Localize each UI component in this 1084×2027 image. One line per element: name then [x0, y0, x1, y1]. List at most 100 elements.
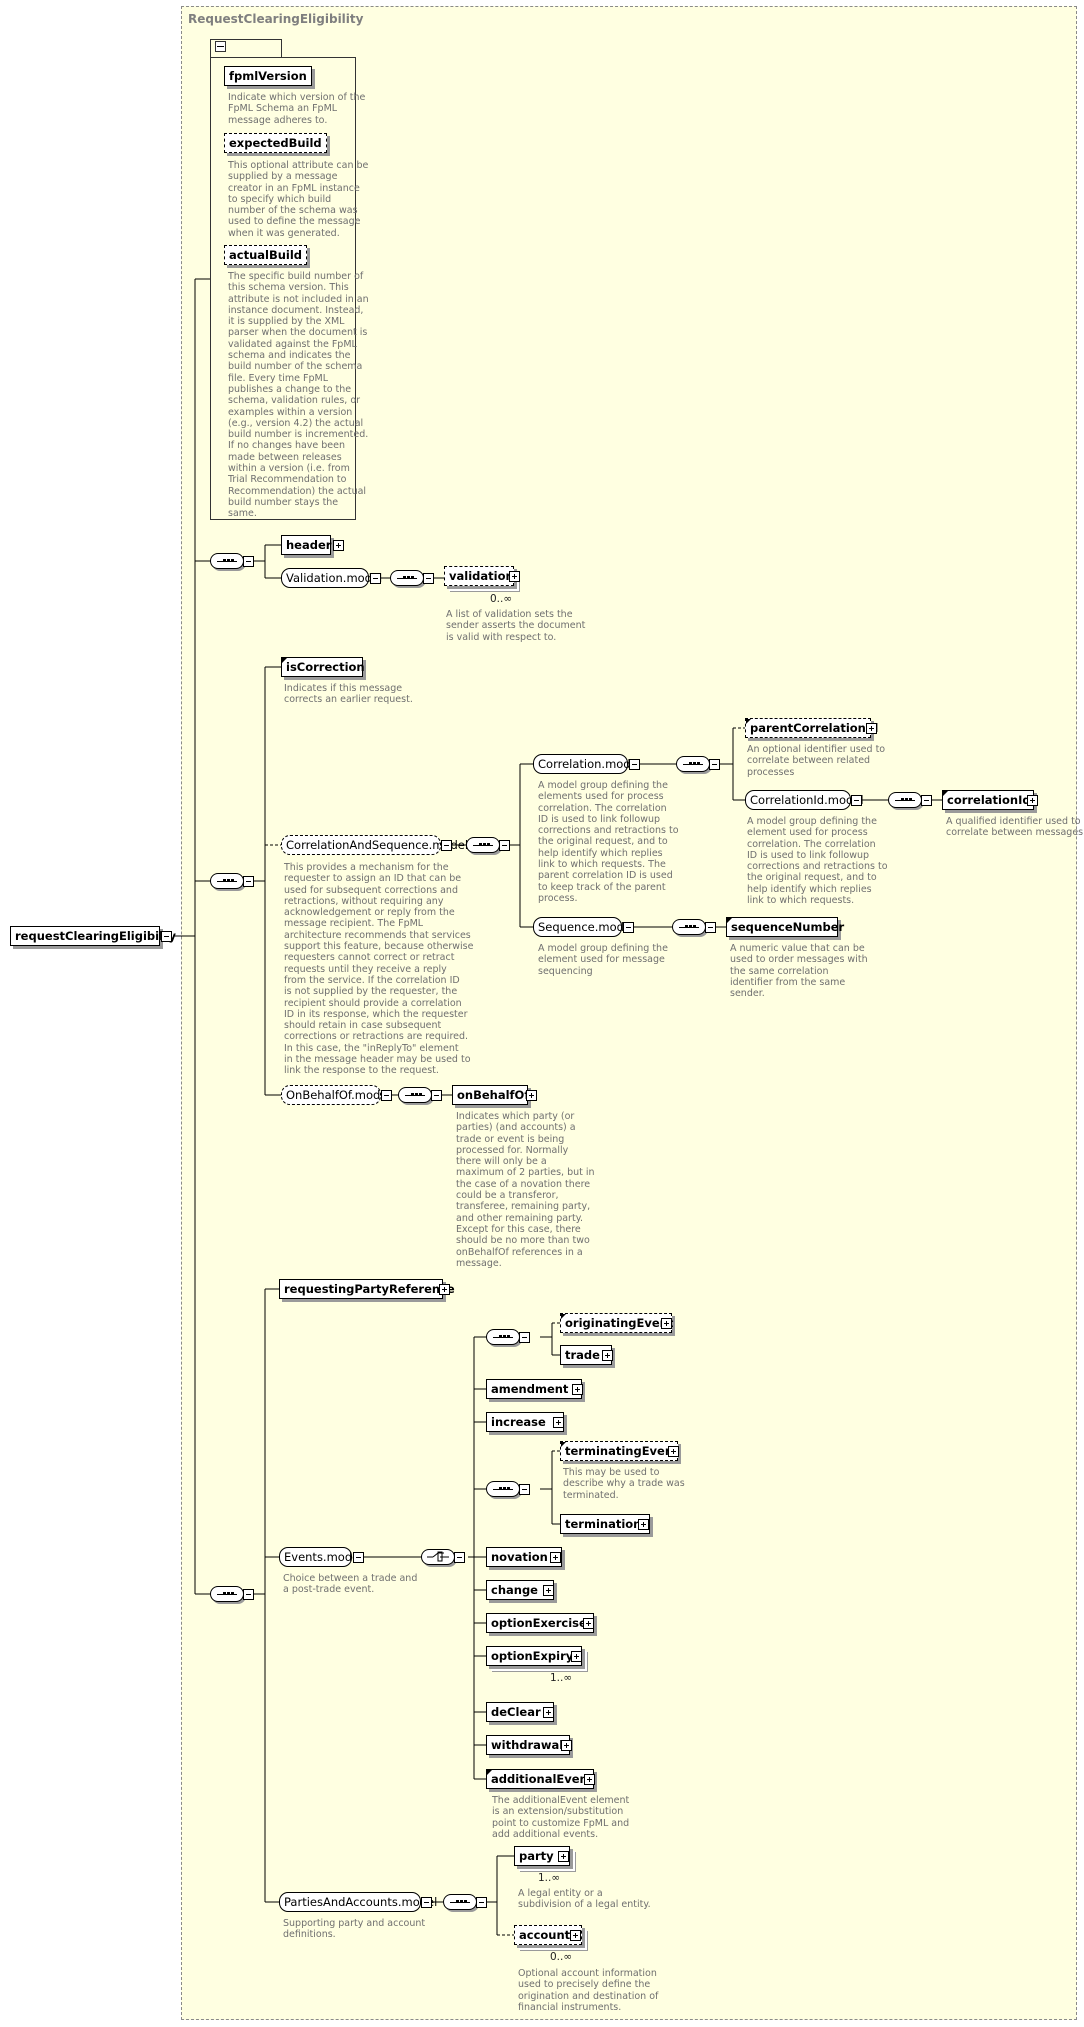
correlation-model-group[interactable]: Correlation.model	[533, 754, 641, 774]
expand-icon[interactable]	[543, 1585, 554, 1596]
expand-icon[interactable]	[571, 1651, 582, 1662]
collapse-icon[interactable]	[441, 840, 452, 851]
collapse-icon[interactable]	[243, 1589, 254, 1600]
correlation-id-model-group[interactable]: CorrelationId.model	[745, 790, 864, 810]
complex-type-title: RequestClearingEligibility	[188, 12, 364, 26]
choice-compositor-icon	[421, 1549, 455, 1565]
account-element[interactable]: account	[514, 1925, 582, 1945]
expand-icon[interactable]	[439, 1284, 450, 1295]
collapse-icon[interactable]	[705, 922, 716, 933]
expand-icon[interactable]	[638, 1519, 649, 1530]
collapse-icon[interactable]	[476, 1897, 487, 1908]
collapse-icon[interactable]	[431, 1090, 442, 1101]
on-behalf-of-desc: Indicates which party (or parties) (and …	[456, 1111, 595, 1269]
on-behalf-of-model-group[interactable]: OnBehalfOf.model	[281, 1085, 391, 1105]
account-desc: Optional account information used to pre…	[518, 1968, 659, 2013]
withdrawal-element[interactable]: withdrawal	[486, 1735, 570, 1755]
expand-icon[interactable]	[572, 1384, 583, 1395]
expand-icon[interactable]	[668, 1446, 679, 1457]
collapse-icon[interactable]	[423, 573, 434, 584]
originating-event-element[interactable]: originatingEvent	[560, 1313, 673, 1333]
trade-element[interactable]: trade	[560, 1345, 612, 1365]
simple-type-marker	[727, 918, 732, 923]
sequence-compositor-icon	[676, 756, 710, 772]
correlation-id-element[interactable]: correlationId	[942, 790, 1034, 810]
increase-element[interactable]: increase	[486, 1412, 564, 1432]
sequence-model-group[interactable]: Sequence.model	[533, 917, 634, 937]
collapse-icon[interactable]	[519, 1484, 530, 1495]
attribute-actual-build[interactable]: actualBuild	[224, 245, 308, 265]
simple-type-marker	[943, 791, 948, 796]
collapse-icon[interactable]	[215, 41, 226, 52]
novation-element[interactable]: novation	[486, 1547, 562, 1567]
attribute-fpml-version-desc: Indicate which version of the FpML Schem…	[228, 92, 366, 126]
termination-element[interactable]: termination	[560, 1514, 650, 1534]
collapse-icon[interactable]	[519, 1332, 530, 1343]
expand-icon[interactable]	[509, 571, 520, 582]
collapse-icon[interactable]	[623, 922, 634, 933]
expand-icon[interactable]	[526, 1090, 537, 1101]
amendment-element[interactable]: amendment	[486, 1379, 582, 1399]
expand-icon[interactable]	[866, 723, 877, 734]
additional-event-element[interactable]: additionalEvent	[486, 1769, 594, 1789]
collapse-icon[interactable]	[499, 840, 510, 851]
sequence-compositor-icon	[398, 1087, 432, 1103]
simple-type-marker	[282, 658, 287, 663]
expand-icon[interactable]	[333, 540, 344, 551]
sequence-number-element[interactable]: sequenceNumber	[726, 917, 844, 937]
collapse-icon[interactable]	[421, 1897, 432, 1908]
collapse-icon[interactable]	[243, 876, 254, 887]
collapse-icon[interactable]	[161, 931, 172, 942]
root-element[interactable]: requestClearingEligibilty	[10, 926, 176, 946]
correlation-and-sequence-model-group[interactable]: CorrelationAndSequence.model	[281, 835, 468, 855]
on-behalf-of-element[interactable]: onBehalfOf	[452, 1085, 529, 1105]
option-exercise-element[interactable]: optionExercise	[486, 1613, 594, 1633]
expand-icon[interactable]	[661, 1318, 672, 1329]
expand-icon[interactable]	[550, 1552, 561, 1563]
terminating-event-element[interactable]: terminatingEvent	[560, 1441, 679, 1461]
expand-icon[interactable]	[558, 1851, 569, 1862]
requesting-party-reference-element[interactable]: requestingPartyReference	[279, 1279, 455, 1299]
change-element[interactable]: change	[486, 1580, 554, 1600]
attribute-expected-build[interactable]: expectedBuild	[224, 133, 327, 153]
collapse-icon[interactable]	[243, 556, 254, 567]
sequence-compositor-icon	[486, 1329, 520, 1345]
validation-desc: A list of validation sets the sender ass…	[446, 609, 586, 643]
expand-icon[interactable]	[553, 1417, 564, 1428]
correlation-and-sequence-desc: This provides a mechanism for the reques…	[284, 862, 474, 1077]
sequence-compositor-icon	[486, 1481, 520, 1497]
collapse-icon[interactable]	[629, 759, 640, 770]
option-expiry-element[interactable]: optionExpiry	[486, 1646, 582, 1666]
events-model-group[interactable]: Events.model	[279, 1547, 362, 1567]
sequence-compositor-icon	[390, 570, 424, 586]
attributes-tab[interactable]: attributes	[210, 39, 282, 70]
attribute-fpml-version[interactable]: fpmlVersion	[224, 66, 312, 86]
party-element[interactable]: party	[514, 1846, 570, 1866]
expand-icon[interactable]	[1027, 795, 1038, 806]
validation-element[interactable]: validation	[444, 566, 514, 586]
parties-and-accounts-model-group[interactable]: PartiesAndAccounts.model	[279, 1892, 437, 1912]
expand-icon[interactable]	[584, 1774, 595, 1785]
parent-correlation-id-element[interactable]: parentCorrelationId	[745, 718, 878, 738]
collapse-icon[interactable]	[454, 1552, 465, 1563]
collapse-icon[interactable]	[851, 795, 862, 806]
sequence-compositor-icon	[210, 873, 244, 889]
header-element[interactable]: header	[281, 535, 331, 555]
expand-icon[interactable]	[570, 1930, 581, 1941]
collapse-icon[interactable]	[381, 1090, 392, 1101]
collapse-icon[interactable]	[370, 573, 381, 584]
sequence-compositor-icon	[672, 919, 706, 935]
expand-icon[interactable]	[543, 1707, 554, 1718]
collapse-icon[interactable]	[353, 1552, 364, 1563]
expand-icon[interactable]	[583, 1618, 594, 1629]
collapse-icon[interactable]	[921, 795, 932, 806]
expand-icon[interactable]	[561, 1740, 572, 1751]
party-multiplicity: 1..∞	[538, 1872, 561, 1884]
is-correction-element[interactable]: isCorrection	[281, 657, 365, 677]
sequence-compositor-icon	[888, 792, 922, 808]
simple-type-marker	[746, 719, 751, 724]
collapse-icon[interactable]	[709, 759, 720, 770]
validation-model-group[interactable]: Validation.model	[281, 568, 382, 588]
additional-event-desc: The additionalEvent element is an extens…	[492, 1795, 630, 1840]
expand-icon[interactable]	[602, 1350, 613, 1361]
